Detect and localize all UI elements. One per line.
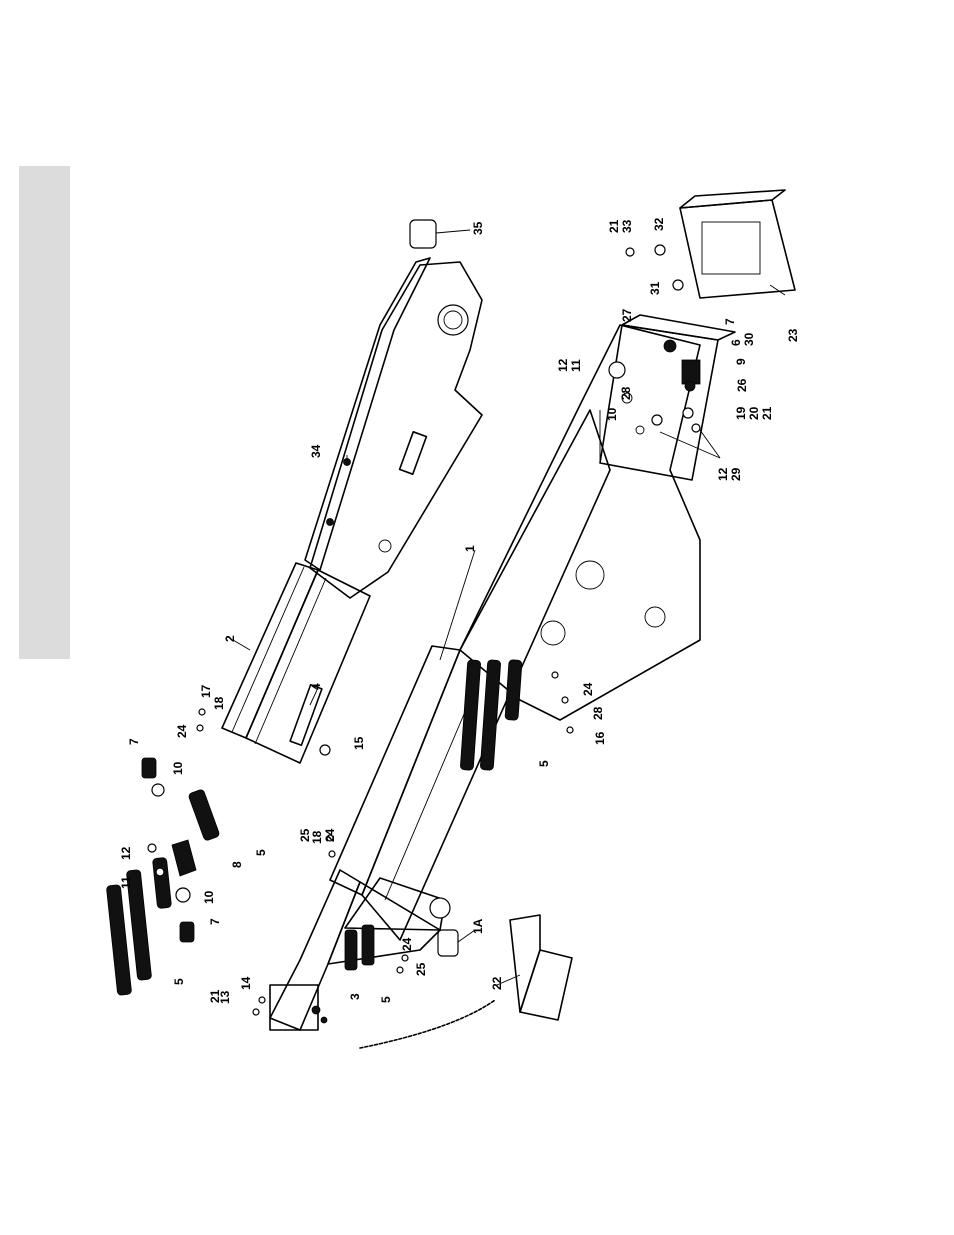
callout-3: 3 — [348, 993, 362, 1000]
callout-14: 14 — [239, 976, 253, 990]
callout-12: 12 — [119, 846, 133, 860]
callout-24: 24 — [400, 937, 414, 951]
callout-1a: 1A — [471, 918, 485, 934]
callout-2: 2 — [223, 635, 237, 642]
callout-5: 5 — [537, 760, 551, 767]
callout-28: 28 — [619, 386, 633, 400]
callout-21: 21 — [760, 406, 774, 420]
callout-1: 1 — [463, 545, 477, 552]
callout-24: 24 — [175, 724, 189, 738]
callout-35: 35 — [471, 221, 485, 235]
callout-9: 9 — [734, 358, 748, 365]
callout-5: 5 — [254, 849, 268, 856]
callout-7: 7 — [127, 738, 141, 745]
callout-34: 34 — [309, 444, 323, 458]
callout-18: 18 — [310, 830, 324, 844]
callout-4: 4 — [309, 683, 323, 690]
callout-17: 17 — [199, 684, 213, 698]
callout-18: 18 — [212, 696, 226, 710]
leader-lines — [233, 230, 785, 985]
callout-15: 15 — [352, 736, 366, 750]
callout-29: 29 — [729, 467, 743, 481]
callout-10: 10 — [605, 407, 619, 421]
callout-23: 23 — [786, 328, 800, 342]
callout-10: 10 — [202, 890, 216, 904]
callouts: 1 1A 2 3 4 5 5 5 5 6 7 7 7 8 9 10 10 10 … — [119, 217, 800, 1004]
callout-26: 26 — [735, 378, 749, 392]
callout-24: 24 — [581, 682, 595, 696]
callout-16: 16 — [593, 731, 607, 745]
callout-20: 20 — [747, 406, 761, 420]
upper-boom-section — [222, 258, 482, 763]
hose — [360, 1000, 495, 1048]
main-boom-section — [330, 315, 735, 940]
callout-19: 19 — [734, 406, 748, 420]
guard-22 — [510, 915, 572, 1020]
callout-6: 6 — [729, 339, 743, 346]
callout-8: 8 — [230, 861, 244, 868]
callout-21: 21 — [208, 989, 222, 1003]
callout-10: 10 — [171, 761, 185, 775]
callout-27: 27 — [620, 308, 634, 322]
callout-21: 21 — [607, 219, 621, 233]
callout-30: 30 — [742, 332, 756, 346]
callout-28: 28 — [591, 706, 605, 720]
callout-22: 22 — [490, 976, 504, 990]
callout-11: 11 — [569, 359, 583, 372]
callout-12: 12 — [556, 358, 570, 372]
callout-33: 33 — [620, 219, 634, 233]
callout-5: 5 — [379, 996, 393, 1003]
callout-31: 31 — [648, 281, 662, 295]
callout-32: 32 — [652, 217, 666, 231]
callout-25: 25 — [414, 962, 428, 976]
callout-7: 7 — [208, 918, 222, 925]
callout-5: 5 — [172, 978, 186, 985]
callout-24: 24 — [323, 828, 337, 842]
callout-11: 11 — [119, 876, 133, 889]
callout-7: 7 — [723, 318, 737, 325]
hardware — [142, 220, 683, 1015]
callout-12: 12 — [716, 467, 730, 481]
cover-23 — [680, 190, 795, 298]
callout-25: 25 — [298, 828, 312, 842]
